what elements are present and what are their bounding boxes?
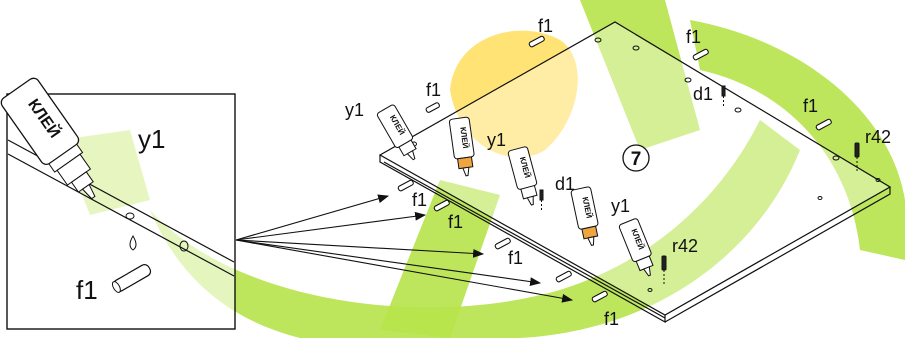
watermark-green-slash bbox=[580, 0, 700, 150]
label-f1: f1 bbox=[686, 27, 701, 47]
dowel bbox=[528, 35, 545, 48]
inset-hole bbox=[179, 240, 189, 252]
dowel bbox=[425, 102, 440, 113]
label-y1: y1 bbox=[611, 196, 630, 216]
dowel bbox=[591, 290, 608, 303]
watermark-green-arc bbox=[690, 20, 905, 260]
glue-bottle-label: КЛЕЙ bbox=[580, 196, 593, 219]
label-f1: f1 bbox=[508, 248, 523, 268]
glue-bottle-icon: КЛЕЙ bbox=[507, 146, 538, 206]
panel-front-edge bbox=[379, 155, 666, 324]
glue-bottles: КЛЕЙ КЛЕЙ КЛЕЙ КЛЕЙ КЛЕЙ bbox=[376, 104, 654, 277]
panel-holes bbox=[411, 37, 881, 292]
cam-pin-icon bbox=[539, 189, 544, 201]
cam-pin-icon bbox=[721, 85, 726, 97]
label-d1: d1 bbox=[693, 84, 713, 104]
inset-hole bbox=[125, 212, 135, 220]
label-r42: r42 bbox=[865, 127, 891, 147]
screw-icon bbox=[854, 142, 860, 158]
label-f1: f1 bbox=[448, 212, 463, 232]
glue-bottle-icon: КЛЕЙ bbox=[376, 104, 417, 161]
label-y1: y1 bbox=[345, 100, 364, 120]
label-y1: y1 bbox=[487, 130, 506, 150]
label-r42: r42 bbox=[672, 236, 698, 256]
watermark-green-swoosh bbox=[150, 120, 800, 338]
label-f1: f1 bbox=[604, 309, 619, 329]
dowel bbox=[494, 237, 511, 250]
wooden-dowel-icon bbox=[111, 264, 152, 293]
dowel bbox=[815, 118, 832, 131]
label-f1: f1 bbox=[803, 96, 818, 116]
dowels bbox=[397, 35, 832, 303]
dowel bbox=[555, 270, 572, 283]
glue-drop bbox=[129, 235, 137, 251]
dowel bbox=[397, 179, 414, 192]
glue-bottle-icon: КЛЕЙ bbox=[448, 116, 475, 177]
label-f1: f1 bbox=[412, 190, 427, 210]
dowel bbox=[433, 199, 450, 212]
watermark-yellow-blob bbox=[450, 30, 578, 158]
screw-icon bbox=[661, 255, 667, 271]
part-labels: f1 f1 f1 f1 f1 f1 f1 f1 f1 y1 y1 y1 y1 d… bbox=[76, 16, 891, 329]
step-number-badge: 7 bbox=[622, 144, 650, 172]
label-y1-inset: y1 bbox=[138, 124, 165, 154]
watermark-green-stem bbox=[380, 180, 500, 338]
cam-pins bbox=[539, 85, 726, 212]
glue-bottle-icon: КЛЕЙ bbox=[618, 218, 654, 277]
dowel bbox=[692, 48, 709, 61]
glue-bottle-icon: КЛЕЙ bbox=[570, 186, 599, 246]
label-f1-inset: f1 bbox=[76, 275, 98, 305]
label-f1: f1 bbox=[426, 80, 441, 100]
glue-bottle-label: КЛЕЙ bbox=[458, 126, 470, 149]
pointer-arrows bbox=[235, 194, 574, 303]
panel-right-edge bbox=[664, 187, 891, 323]
label-d1: d1 bbox=[555, 174, 575, 194]
glue-bottle-icon: КЛЕЙ bbox=[0, 77, 96, 200]
step-number: 7 bbox=[631, 149, 642, 170]
inset-detail-box: КЛЕЙ bbox=[0, 77, 236, 330]
screws bbox=[661, 142, 860, 284]
label-f1: f1 bbox=[538, 16, 553, 36]
